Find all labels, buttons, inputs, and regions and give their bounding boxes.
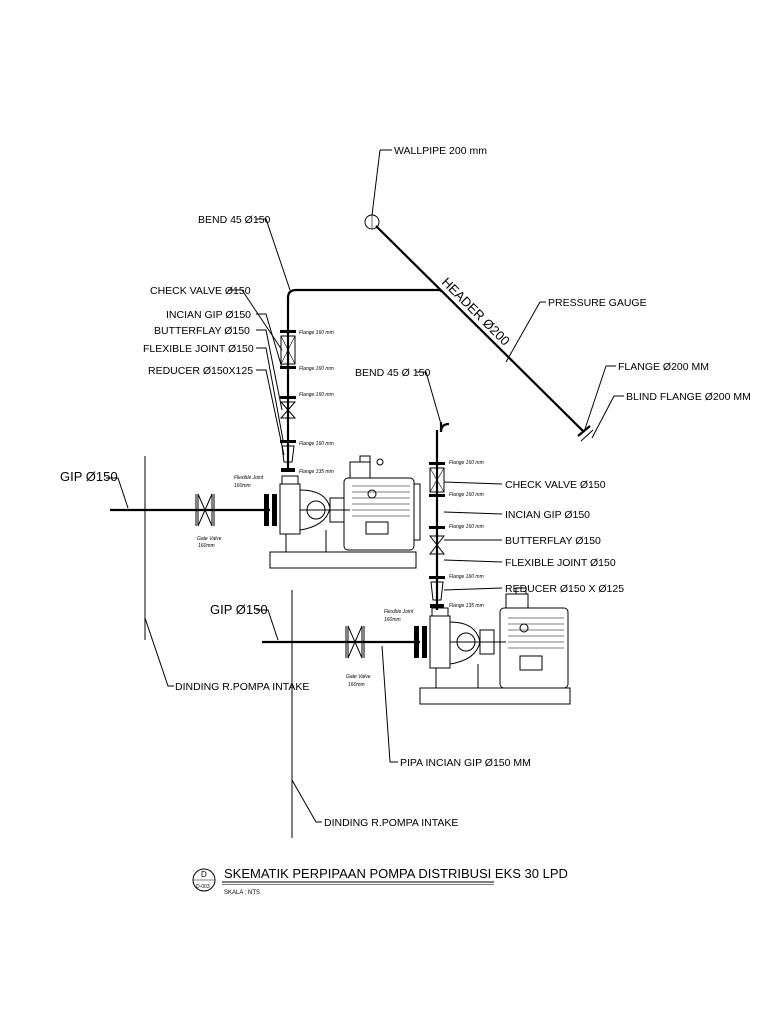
flange-200-label: FLANGE Ø200 MM (618, 361, 709, 373)
pump1-gip-label: GIP Ø150 (60, 469, 118, 484)
header-label: HEADER Ø200 (439, 275, 513, 349)
pump1-check-valve (280, 335, 296, 365)
detail-number: D (201, 870, 207, 879)
header-pipe (375, 225, 585, 433)
pump2-butterfly-valve (428, 535, 446, 555)
pump2-flex-joint-label: Flexible Joint (384, 609, 414, 615)
pump1-gate-valve-size: 160mm (198, 543, 215, 549)
pump2-gip-label: GIP Ø150 (210, 602, 268, 617)
pump1-flanges (280, 330, 296, 472)
pump2-motor (499, 587, 569, 689)
pump-1-assembly: Flange 160 mm Flange 160 mm Flange 160 m… (60, 214, 421, 640)
header-assembly: WALLPIPE 200 mm HEADER Ø200 PRESSURE GAU… (286, 145, 751, 442)
pump1-flange-160-d: Flange 160 mm (299, 441, 334, 447)
pump1-reducer-label: REDUCER Ø150X125 (148, 365, 253, 377)
drawing-title: SKEMATIK PERPIPAAN POMPA DISTRIBUSI EKS … (224, 866, 568, 881)
pump2-flanges (429, 462, 445, 608)
pump2-flexible-joint-label: FLEXIBLE JOINT Ø150 (505, 557, 616, 569)
wall-label-2: DINDING R.POMPA INTAKE (324, 817, 458, 829)
pump2-butterfly-label: BUTTERFLAY Ø150 (505, 535, 601, 547)
pump2-flange-160-b: Flange 160 mm (449, 492, 484, 498)
pressure-gauge-label: PRESSURE GAUGE (548, 297, 647, 309)
pump1-gate-valve-label: Gate Valve (197, 536, 222, 542)
pump1-base (269, 551, 417, 569)
pump1-butterfly-valve (279, 401, 297, 419)
pump2-bend-label: BEND 45 Ø 150 (355, 367, 430, 379)
pump1-gate-valve (197, 493, 213, 527)
pump2-flange-160-c: Flange 160 mm (449, 524, 484, 530)
pump1-flange-160-c: Flange 160 mm (299, 392, 334, 398)
pump1-flex-joint-label: Flexible Joint (234, 475, 264, 481)
pump2-check-valve (429, 467, 445, 493)
pump2-check-valve-label: CHECK VALVE Ø150 (505, 479, 606, 491)
pump2-gate-valve-size: 160mm (348, 682, 365, 688)
drawing-scale: SKALA : NTS (224, 890, 260, 896)
pump1-incian-gip-label: INCIAN GIP Ø150 (166, 309, 251, 321)
pump1-bend-label: BEND 45 Ø150 (198, 214, 271, 226)
pump2-gate-valve-label: Gate Valve (346, 674, 371, 680)
pump2-pipa-label: PIPA INCIAN GIP Ø150 MM (400, 757, 531, 769)
blind-flange-label: BLIND FLANGE Ø200 MM (626, 391, 751, 403)
pump1-flange-160-b: Flange 160 mm (299, 366, 334, 372)
pump1-check-valve-label: CHECK VALVE Ø150 (150, 285, 251, 297)
pump2-gate-valve (347, 625, 363, 659)
pump1-motor (343, 455, 421, 551)
pump2-flange-160-a: Flange 160 mm (449, 460, 484, 466)
wallpipe-label: WALLPIPE 200 mm (394, 145, 487, 157)
pump1-flange-160-a: Flange 160 mm (299, 330, 334, 336)
pump2-incian-gip-label: INCIAN GIP Ø150 (505, 509, 590, 521)
pump2-flange-135: Flange 135 mm (449, 603, 484, 609)
title-block: D D-003 SKEMATIK PERPIPAAN POMPA DISTRIB… (192, 866, 568, 896)
pump2-pump (429, 607, 506, 688)
pump2-flex-joint-size: 160mm (384, 617, 401, 623)
pump1-butterfly-label: BUTTERFLAY Ø150 (154, 325, 250, 337)
pump1-pump (279, 475, 350, 552)
pump2-base (419, 687, 571, 705)
pump1-flange-135: Flange 135 mm (299, 469, 334, 475)
pump1-flex-joint-size: 160mm (234, 483, 251, 489)
detail-sheet: D-003 (196, 884, 210, 890)
wall-label-1: DINDING R.POMPA INTAKE (175, 681, 309, 693)
pump2-flange-160-d: Flange 160 mm (449, 574, 484, 580)
pump-2-assembly: Flange 160 mm Flange 160 mm Flange 160 m… (210, 290, 624, 838)
pump2-reducer-label: REDUCER Ø150 X Ø125 (505, 583, 624, 595)
pump1-flexible-joint-label: FLEXIBLE JOINT Ø150 (143, 343, 254, 355)
